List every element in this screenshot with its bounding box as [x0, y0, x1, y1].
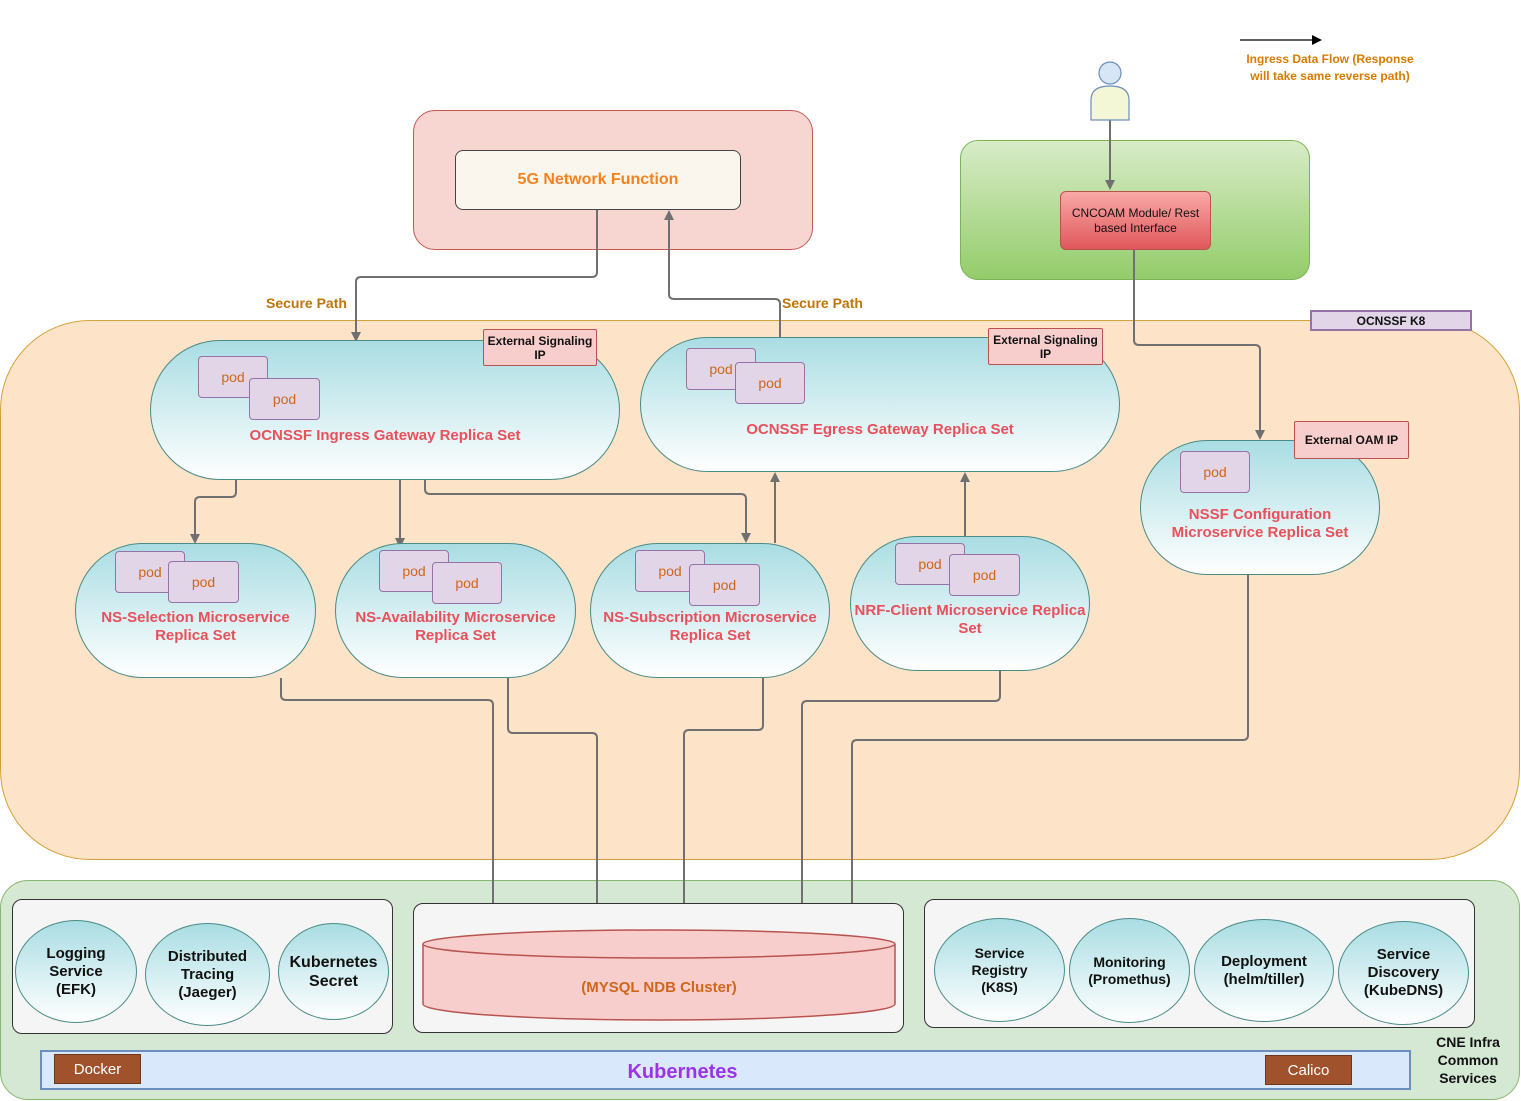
logging-line-3: (EFK) — [56, 980, 96, 998]
ns-subscription-label: NS-Subscription Microservice Replica Set — [590, 609, 830, 645]
pod: pod — [249, 378, 320, 420]
discovery-line-2: Discovery — [1367, 964, 1440, 981]
ns-subscription-line-1: NS-Subscription Microservice — [603, 609, 817, 626]
ns-selection-line-2: Replica Set — [155, 627, 236, 644]
ingress-gateway-label: OCNSSF Ingress Gateway Replica Set — [249, 427, 521, 444]
nrf-client-label: NRF-Client Microservice Replica Set — [845, 602, 1095, 638]
kubernetes-secret[interactable]: Kubernetes Secret — [278, 923, 389, 1020]
kubernetes-bar — [40, 1050, 1411, 1090]
logging-line-2: Service — [49, 962, 103, 980]
cne-infra-label: CNE Infra Common Services — [1418, 1033, 1518, 1087]
secure-path-label-left: Secure Path — [266, 295, 347, 311]
calico-box[interactable]: Calico — [1265, 1055, 1352, 1085]
pod: pod — [168, 561, 239, 603]
pod: pod — [689, 564, 760, 606]
egress-gateway-label: OCNSSF Egress Gateway Replica Set — [746, 421, 1014, 438]
registry-line-1: Service — [974, 944, 1025, 961]
legend-line-1: Ingress Data Flow (Response — [1246, 52, 1414, 66]
discovery-line-3: (KubeDNS) — [1363, 982, 1444, 999]
deployment-line-2: (helm/tiller) — [1223, 970, 1305, 988]
secure-path-label-right: Secure Path — [782, 295, 863, 311]
registry-line-2: Registry — [971, 961, 1028, 978]
tracing-line-1: Distributed — [167, 947, 248, 965]
nssf-configuration-label: NSSF Configuration Microservice Replica … — [1140, 506, 1380, 542]
pod: pod — [949, 554, 1020, 596]
monitoring-line-1: Monitoring — [1093, 953, 1166, 970]
egress-ext-ip-line-2: IP — [1039, 346, 1052, 361]
cne-label-line-3: Services — [1439, 1070, 1497, 1086]
deployment-service[interactable]: Deployment (helm/tiller) — [1194, 919, 1334, 1022]
nssf-config-line-1: NSSF Configuration — [1188, 506, 1332, 523]
monitoring-line-2: (Promethus) — [1088, 970, 1171, 987]
cne-label-line-2: Common — [1437, 1052, 1499, 1068]
ingress-external-signaling-ip: External Signaling IP — [483, 329, 597, 366]
logging-service[interactable]: Logging Service (EFK) — [15, 920, 137, 1023]
pod: pod — [1180, 451, 1250, 493]
deployment-line-1: Deployment — [1221, 952, 1307, 970]
ns-availability-line-1: NS-Availability Microservice — [355, 609, 556, 626]
tracing-line-2: Tracing — [180, 965, 235, 983]
monitoring-service[interactable]: Monitoring (Promethus) — [1069, 918, 1190, 1023]
nssf-config-line-2: Microservice Replica Set — [1171, 524, 1349, 541]
logging-line-1: Logging — [46, 944, 106, 962]
service-registry[interactable]: Service Registry (K8S) — [934, 918, 1065, 1022]
ns-availability-label: NS-Availability Microservice Replica Set — [335, 609, 576, 645]
docker-label: Docker — [73, 1060, 122, 1078]
network-function-label: 5G Network Function — [517, 171, 679, 188]
ocnssf-k8-tag: OCNSSF K8 — [1310, 310, 1472, 331]
secret-line-1: Kubernetes — [289, 953, 378, 971]
pod: pod — [432, 562, 502, 604]
legend-line-2: will take same reverse path) — [1250, 69, 1410, 83]
ingress-ext-ip-line-2: IP — [534, 347, 546, 362]
ns-availability-line-2: Replica Set — [415, 627, 496, 644]
distributed-tracing[interactable]: Distributed Tracing (Jaeger) — [145, 923, 270, 1026]
pod: pod — [735, 362, 805, 404]
ingress-ext-ip-line-1: External Signaling — [487, 333, 593, 348]
egress-external-signaling-ip: External Signaling IP — [988, 328, 1103, 365]
service-discovery[interactable]: Service Discovery (KubeDNS) — [1338, 921, 1469, 1025]
cncoam-module-box[interactable]: CNCOAM Module/ Rest based Interface — [1060, 191, 1211, 250]
network-function-box[interactable]: 5G Network Function — [455, 150, 741, 210]
ocnssf-k8-label: OCNSSF K8 — [1356, 313, 1426, 328]
secret-line-2: Secret — [309, 972, 358, 990]
registry-line-3: (K8S) — [981, 978, 1018, 995]
ns-selection-label: NS-Selection Microservice Replica Set — [75, 609, 316, 645]
cncoam-label-line-2: based Interface — [1094, 220, 1177, 235]
mysql-ndb-cluster-label: (MYSQL NDB Cluster) — [581, 978, 737, 996]
discovery-line-1: Service — [1376, 946, 1431, 963]
nrf-client-line-1: NRF-Client Microservice Replica — [854, 602, 1086, 619]
cncoam-label-line-1: CNCOAM Module/ Rest — [1071, 205, 1200, 220]
ns-subscription-line-2: Replica Set — [669, 627, 751, 644]
nrf-client-line-2: Set — [958, 620, 982, 637]
user-icon — [1090, 61, 1130, 121]
external-oam-ip: External OAM IP — [1294, 421, 1409, 459]
legend-label: Ingress Data Flow (Response will take sa… — [1225, 51, 1435, 85]
kubernetes-label: Kubernetes — [627, 1060, 738, 1083]
cne-label-line-1: CNE Infra — [1436, 1034, 1500, 1050]
ns-selection-line-1: NS-Selection Microservice — [101, 609, 290, 626]
egress-ext-ip-line-1: External Signaling — [993, 332, 1098, 347]
mysql-ndb-cluster-cylinder[interactable] — [420, 928, 898, 1024]
tracing-line-3: (Jaeger) — [178, 983, 237, 1001]
calico-label: Calico — [1287, 1061, 1330, 1079]
external-oam-ip-label: External OAM IP — [1304, 433, 1399, 447]
docker-box[interactable]: Docker — [54, 1054, 141, 1084]
